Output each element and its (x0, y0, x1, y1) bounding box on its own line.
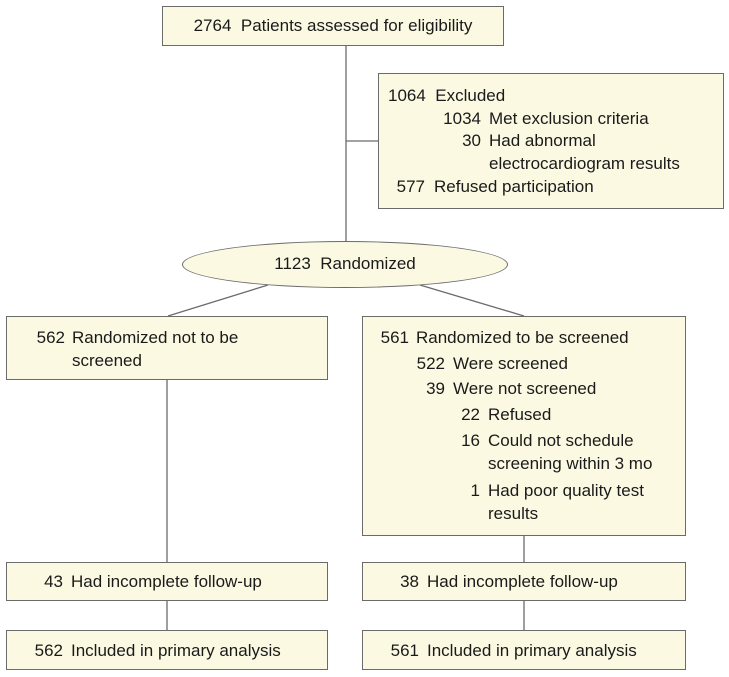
assessed-box: 2764 Patients assessed for eligibility (162, 6, 504, 46)
were-screened-label: Were screened (453, 354, 568, 373)
excluded-criteria-label: Met exclusion criteria (489, 109, 649, 128)
could-not-schedule-label: Could not schedule (488, 431, 634, 450)
analysis-right-box: 561 Included in primary analysis (362, 630, 686, 670)
excluded-ecg-count: 30 (462, 131, 481, 150)
line-randomized-to-right-arm (419, 284, 525, 317)
poor-quality-label-cont: results (488, 504, 539, 523)
not-screened-arm-box: 562 Randomized not to be screened (6, 316, 328, 380)
randomized-label: Randomized (320, 254, 416, 273)
analysis-left-label: Included in primary analysis (71, 641, 281, 660)
were-not-screened-label: Were not screened (453, 379, 597, 398)
randomized-count: 1123 (274, 254, 311, 273)
followup-right-count: 38 (400, 572, 419, 591)
randomized-oval: 1123 Randomized (182, 241, 508, 288)
not-screened-arm-label: Randomized not to be (72, 328, 239, 347)
followup-right-box: 38 Had incomplete follow-up (362, 562, 686, 601)
analysis-right-count: 561 (390, 641, 419, 660)
analysis-right-label: Included in primary analysis (427, 641, 637, 660)
analysis-left-count: 562 (34, 641, 63, 660)
analysis-left-box: 562 Included in primary analysis (6, 630, 328, 670)
refused-count: 22 (461, 405, 480, 424)
could-not-schedule-label-cont: screening within 3 mo (488, 454, 653, 473)
excluded-box: 1064 Excluded 1034 Met exclusion criteri… (378, 73, 724, 209)
poor-quality-label: Had poor quality test (488, 481, 644, 500)
excluded-label: Excluded (435, 86, 506, 105)
excluded-ecg-label: Had abnormal (489, 131, 596, 150)
were-not-screened-count: 39 (426, 379, 445, 398)
refused-label: Refused (488, 405, 552, 424)
line-randomized-to-left-arm (167, 284, 269, 317)
excluded-refused-count: 577 (396, 177, 425, 196)
followup-left-count: 43 (44, 572, 63, 591)
poor-quality-count: 1 (470, 481, 480, 500)
screened-arm-label: Randomized to be screened (416, 328, 629, 347)
assessed-count: 2764 (193, 16, 232, 35)
excluded-refused-label: Refused participation (434, 177, 594, 196)
screened-arm-count: 561 (380, 328, 409, 347)
not-screened-arm-label-cont: screened (72, 351, 142, 370)
not-screened-arm-count: 562 (36, 328, 65, 347)
followup-right-label: Had incomplete follow-up (427, 572, 618, 591)
screened-arm-box: 561 Randomized to be screened 522 Were s… (362, 316, 686, 536)
excluded-ecg-label-cont: electrocardiogram results (489, 154, 680, 173)
followup-left-box: 43 Had incomplete follow-up (6, 562, 328, 601)
excluded-count: 1064 (388, 86, 426, 105)
excluded-criteria-count: 1034 (443, 109, 481, 128)
could-not-schedule-count: 16 (461, 431, 480, 450)
followup-left-label: Had incomplete follow-up (71, 572, 262, 591)
were-screened-count: 522 (416, 354, 445, 373)
assessed-label: Patients assessed for eligibility (240, 16, 473, 35)
